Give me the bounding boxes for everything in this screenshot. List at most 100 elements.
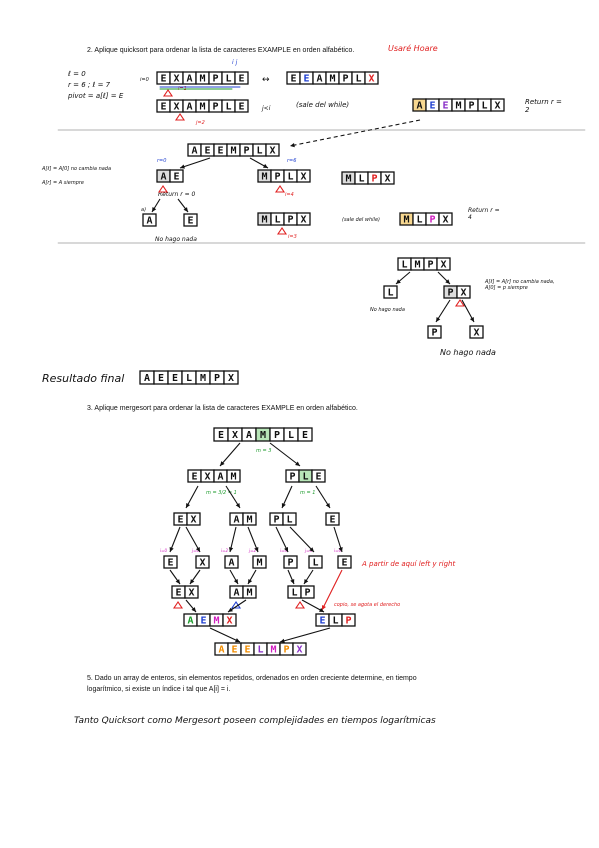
- cell-box: [169, 169, 184, 183]
- cell-letter: X: [226, 615, 232, 626]
- cell-letter: P: [273, 514, 279, 525]
- arrow-head: [152, 207, 157, 212]
- q5-prompt-2: logarítmico, si existe un índice i tal q…: [87, 686, 231, 693]
- arrow-head: [190, 579, 195, 584]
- cell-letter: M: [256, 557, 262, 568]
- q3-leaf-note: A partir de aquí left y right: [362, 560, 456, 568]
- cell-letter: L: [257, 644, 263, 655]
- q2-sub-leaf-l: L: [383, 285, 398, 299]
- cell-letter: L: [416, 214, 422, 225]
- q2-vars-pivot: pivot = a[ℓ] = E: [68, 92, 124, 100]
- cell-letter: X: [442, 214, 448, 225]
- cell-letter: L: [287, 171, 293, 182]
- connector-arrow-head: [290, 142, 295, 148]
- cell-letter: A: [218, 644, 224, 655]
- cell-letter: A: [144, 373, 150, 384]
- q2-side-note-1: A[ℓ] = A[0] no cambia nada: [42, 166, 112, 172]
- cell-letter: X: [494, 100, 500, 111]
- cell-letter: M: [260, 430, 266, 441]
- cell-letter: A: [416, 100, 422, 111]
- cell-letter: X: [368, 73, 374, 84]
- cell-letter: P: [345, 615, 351, 626]
- cell-letter: X: [440, 259, 446, 270]
- arrow-head: [322, 605, 326, 610]
- q2-sub-leaf-p: P: [427, 325, 442, 339]
- cell-box: [224, 555, 239, 569]
- cell-letter: X: [188, 587, 194, 598]
- cell-letter: L: [481, 100, 487, 111]
- arrow-head: [183, 207, 188, 212]
- cell-letter: M: [213, 615, 219, 626]
- cell-box: [456, 285, 471, 299]
- q2-sub-note-r: A[ℓ] = A[r] no cambia nada, A[0] = p sie…: [485, 279, 555, 291]
- cell-letter: L: [401, 259, 407, 270]
- cell-letter: E: [160, 101, 166, 112]
- cell-letter: L: [274, 214, 280, 225]
- arrow-head: [290, 579, 295, 584]
- cell-letter: A: [233, 587, 239, 598]
- cell-letter: L: [186, 373, 192, 384]
- cell-letter: X: [269, 145, 275, 156]
- cell-letter: X: [199, 557, 205, 568]
- cell-letter: L: [225, 101, 231, 112]
- cell-letter: L: [286, 514, 292, 525]
- pointer-triangle-icon: [162, 89, 174, 97]
- q3-leaf-0: E: [163, 555, 178, 569]
- pointer-triangle-icon: [294, 601, 306, 609]
- arrow: [321, 569, 343, 611]
- annotation: j=4: [304, 548, 312, 553]
- pointer-triangle-icon: [276, 227, 288, 235]
- cell-letter: L: [387, 287, 393, 298]
- arrow: [219, 442, 241, 467]
- cell-letter: X: [473, 327, 479, 338]
- cell-letter: E: [200, 615, 206, 626]
- cell-box: [283, 555, 298, 569]
- arrow-head: [396, 279, 401, 284]
- cell-box: [234, 71, 249, 85]
- cell-box: [186, 512, 201, 526]
- arrow: [269, 442, 301, 467]
- annotation: m = 3: [256, 448, 271, 454]
- cell-letter: M: [200, 373, 206, 384]
- cell-box: [364, 71, 379, 85]
- q3-leaf-3: M: [252, 555, 267, 569]
- cell-letter: M: [403, 214, 409, 225]
- cell-letter: P: [287, 557, 293, 568]
- cell-letter: M: [199, 73, 205, 84]
- q3-leaf-2: A: [224, 555, 239, 569]
- cell-letter: E: [303, 73, 309, 84]
- arrow-head: [248, 579, 253, 584]
- cell-letter: L: [332, 615, 338, 626]
- cell-letter: M: [414, 259, 420, 270]
- cell-letter: E: [160, 73, 166, 84]
- arrow-head: [220, 461, 225, 466]
- cell-letter: L: [256, 145, 262, 156]
- cell-box: [242, 512, 257, 526]
- q3-leaf-5: L: [308, 555, 323, 569]
- cell-letter: E: [329, 514, 335, 525]
- connector-arrow: [289, 119, 421, 147]
- cell-letter: E: [218, 430, 224, 441]
- cell-box: [383, 285, 398, 299]
- cell-letter: A: [187, 615, 193, 626]
- cell-box: [183, 213, 198, 227]
- arrow-head: [436, 317, 441, 322]
- arrow: [179, 157, 211, 169]
- cell-letter: E: [341, 557, 347, 568]
- arrow-head: [254, 547, 259, 552]
- cell-letter: L: [291, 587, 297, 598]
- cell-letter: A: [217, 471, 223, 482]
- q3-leaf-4: P: [283, 555, 298, 569]
- cell-letter: E: [238, 73, 244, 84]
- cell-letter: X: [384, 173, 390, 184]
